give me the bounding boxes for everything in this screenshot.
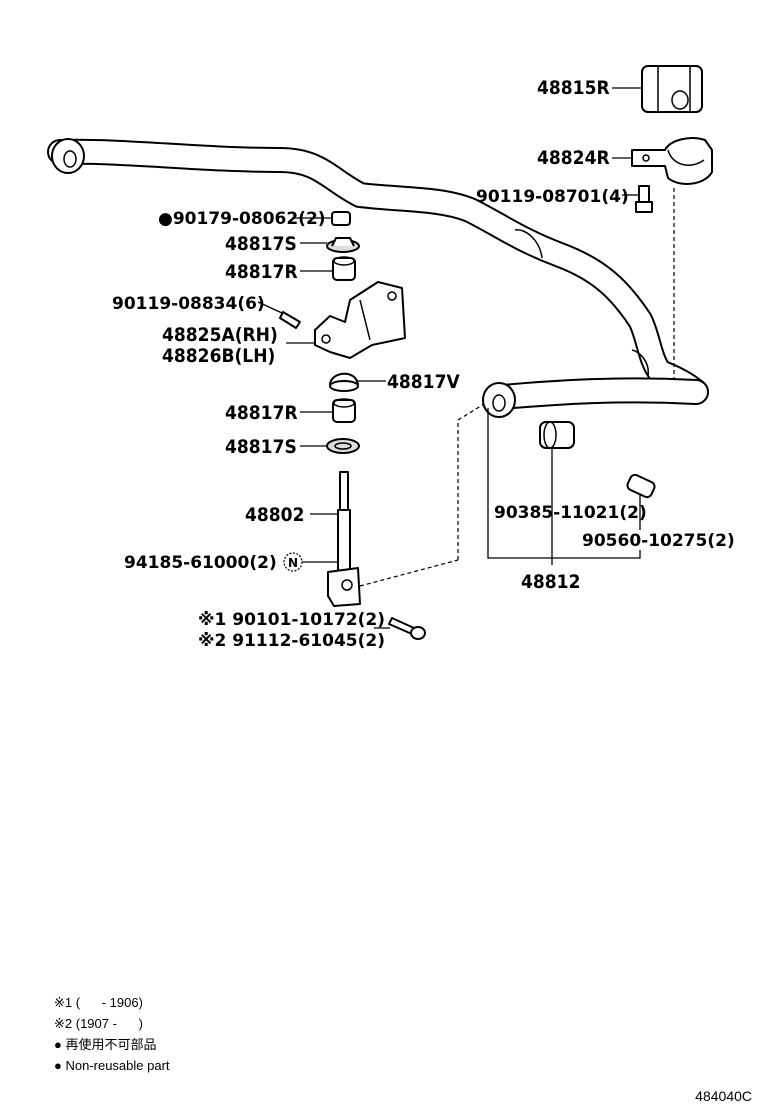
bushing-48815R xyxy=(641,65,703,113)
diagram-code: 484040C xyxy=(695,1088,752,1104)
cushion-48817R-bottom xyxy=(332,398,356,423)
bolt-90119-08701 xyxy=(635,185,653,213)
non-reusable-badge: N xyxy=(283,552,303,572)
label-48817R-bottom: 48817R xyxy=(225,402,298,424)
label-48817S-bottom: 48817S xyxy=(225,436,297,458)
label-48824R: 48824R xyxy=(537,147,610,169)
label-48802: 48802 xyxy=(245,504,304,526)
label-90385-11021: 90385-11021(2) xyxy=(494,503,647,523)
cushion-48817R-top xyxy=(332,256,356,281)
bracket-48824R xyxy=(631,137,713,185)
label-48825A: 48825A(RH) xyxy=(162,324,278,346)
cushion-48817V xyxy=(329,372,359,392)
collar-90560 xyxy=(626,473,656,499)
nut-90179-08062 xyxy=(331,211,351,226)
badge-letter: N xyxy=(288,556,298,570)
note-2: ※2 (1907 - ) xyxy=(54,1016,143,1031)
bracket-48825A-48826B xyxy=(314,281,406,359)
label-48817V: 48817V xyxy=(387,371,460,393)
label-90119-08701: 90119-08701(4) xyxy=(476,187,629,207)
washer-48817S-bottom xyxy=(326,438,360,454)
label-91112-61045: ※2 91112-61045(2) xyxy=(198,631,385,651)
washer-48817S-top xyxy=(326,237,360,253)
bolt-90101-91112 xyxy=(388,617,426,640)
label-48817R-top: 48817R xyxy=(225,261,298,283)
label-90560-10275: 90560-10275(2) xyxy=(582,531,735,551)
label-90101-10172: ※1 90101-10172(2) xyxy=(198,610,385,630)
legend-notes: ※1 ( - 1906) ※2 (1907 - ) ● 再使用不可部品 ● No… xyxy=(54,992,170,1076)
note-3: ● 再使用不可部品 xyxy=(54,1037,157,1052)
label-48812: 48812 xyxy=(521,571,580,593)
label-48817S-top: 48817S xyxy=(225,233,297,255)
note-1: ※1 ( - 1906) xyxy=(54,995,143,1010)
note-4: ● Non-reusable part xyxy=(54,1058,170,1073)
label-90179-08062: ●90179-08062(2) xyxy=(158,209,326,229)
stabilizer-bar xyxy=(47,138,709,418)
label-48815R: 48815R xyxy=(537,77,610,99)
label-48826B: 48826B(LH) xyxy=(162,345,275,367)
bolt-90119-08834 xyxy=(279,311,301,329)
label-90119-08834: 90119-08834(6) xyxy=(112,294,265,314)
link-48802 xyxy=(327,471,361,607)
label-94185-61000: 94185-61000(2) xyxy=(124,553,277,573)
bushing-90385 xyxy=(539,421,575,449)
